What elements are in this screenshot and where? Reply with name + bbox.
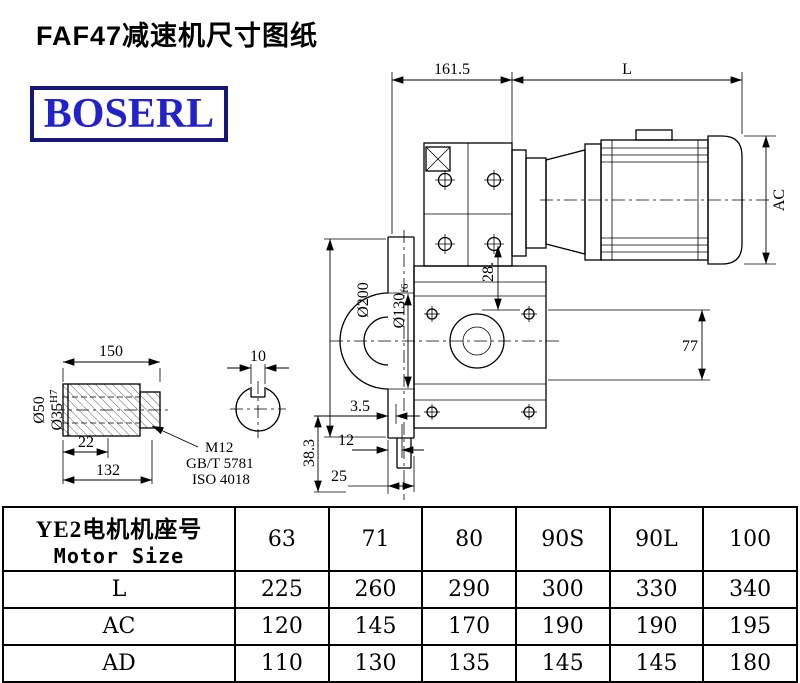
value-cell: 300 [514,570,611,609]
top-dimensions: 161.5 L [391,61,743,234]
dim-132-label: 132 [96,462,120,479]
table-header-row: YE2电机机座号 Motor Size 63 71 80 90S 90L 100 [2,506,798,572]
value-cell: 145 [608,644,705,683]
value-cell: 145 [327,607,424,646]
table-header-cell: YE2电机机座号 Motor Size [2,506,236,572]
value-cell: 190 [608,607,705,646]
value-cell: 330 [608,570,705,609]
motor-outline [511,129,743,265]
dim-38-3-label: 38.3 [301,439,318,467]
table-row-AC: AC 120 145 170 190 190 195 [2,607,798,646]
table-row-L: L 225 260 290 300 330 340 [2,570,798,609]
dim-35-label: Ø35H7 [48,389,66,431]
table-row-AD: AD 110 130 135 145 145 180 [2,644,798,683]
dim-3-5-label: 3.5 [350,398,370,415]
brand-logo: BOSERL [30,86,228,142]
table-header-cn: YE2电机机座号 [35,517,203,542]
motor-size-80: 80 [421,506,517,572]
motor-size-63: 63 [234,506,330,572]
value-cell: 190 [514,607,611,646]
value-cell: 260 [327,570,424,609]
shaft-detail: 150 Ø50 Ø35H7 22 132 [31,343,172,484]
dim-200-label: Ø200 [355,282,372,318]
page-title: FAF47减速机尺寸图纸 [36,21,319,51]
table-header-en: Motor Size [53,544,185,568]
keyway-section: 10 [227,348,289,438]
value-cell: 135 [421,644,517,683]
motor-size-90l: 90L [608,506,705,572]
dim-130-label: Ø130f6 [391,283,411,328]
value-cell: 290 [421,570,517,609]
value-cell: 340 [702,570,798,609]
dim-77-label: 77 [682,338,698,355]
row-label-L: L [2,570,236,609]
value-cell: 225 [234,570,330,609]
value-cell: 145 [514,644,611,683]
row-label-AD: AD [2,644,236,683]
dim-L-label: L [622,61,632,78]
value-cell: 195 [702,607,798,646]
dim-161-5-label: 161.5 [434,61,470,78]
thread-label: M12 [205,440,233,456]
motor-size-90s: 90S [514,506,611,572]
value-cell: 130 [327,644,424,683]
bottom-dimensions: 3.5 12 25 38.3 [301,398,424,494]
brand-logo-text: BOSERL [43,91,215,137]
ac-dimension: AC [744,135,788,265]
diameter-dimensions: Ø200 Ø130f6 [324,238,412,438]
motor-size-100: 100 [702,506,798,572]
dim-50-label: Ø50 [31,396,48,424]
dim-12-label: 12 [338,432,354,449]
dim-10-label: 10 [250,348,266,365]
dim-28: 28. [480,246,520,311]
motor-size-table: YE2电机机座号 Motor Size 63 71 80 90S 90L 100… [2,506,798,683]
dim-22-label: 22 [78,434,94,451]
thread-callout: M12 GB/T 5781 ISO 4018 [151,425,254,488]
value-cell: 120 [234,607,330,646]
row-label-AC: AC [2,607,236,646]
dim-77: 77 [548,309,710,381]
dim-150-label: 150 [99,343,123,360]
dim-AC-label: AC [771,189,788,211]
motor-size-71: 71 [327,506,424,572]
value-cell: 110 [234,644,330,683]
value-cell: 180 [702,644,798,683]
dim-28-label: 28. [480,262,497,282]
dim-25-label: 25 [331,468,347,485]
centerlines [330,199,770,500]
standard-iso-label: ISO 4018 [192,472,250,488]
value-cell: 170 [421,607,517,646]
standard-gb-label: GB/T 5781 [186,456,254,472]
